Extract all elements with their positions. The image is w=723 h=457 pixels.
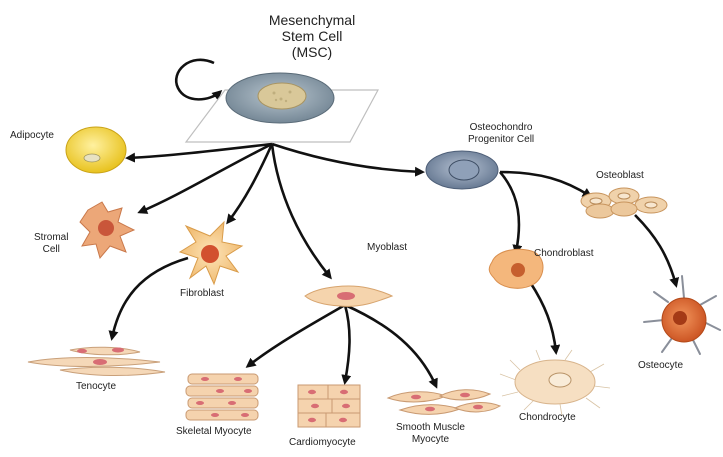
- osteochondro-progenitor-cell: [426, 151, 498, 189]
- arrow-to-smooth: [345, 305, 436, 386]
- fibroblast-cell: [180, 222, 242, 284]
- osteochondro-progenitor-label: Osteochondro Progenitor Cell: [468, 122, 534, 146]
- osteocyte-cell: [644, 276, 720, 354]
- skeletal-myocyte-cells: [186, 374, 258, 420]
- arrow-to-tenocyte: [112, 258, 188, 338]
- arrow-to-osteocyte: [635, 215, 676, 285]
- tenocyte-cells: [28, 347, 165, 375]
- chondroblast-label: Chondroblast: [534, 248, 593, 260]
- skeletal-myocyte-label: Skeletal Myocyte: [176, 426, 252, 438]
- stromal-cell-label: Stromal Cell: [34, 232, 68, 256]
- msc-label: Mesenchymal Stem Cell (MSC): [262, 12, 362, 60]
- chondrocyte-cell: [500, 350, 610, 416]
- msc-label-line3: (MSC): [262, 44, 362, 60]
- arrow-to-myoblast: [272, 144, 330, 277]
- arrow-to-skeletal: [248, 305, 345, 366]
- chondrocyte-label: Chondrocyte: [519, 412, 576, 424]
- cardiomyocyte-label: Cardiomyocyte: [289, 437, 356, 449]
- arrow-to-cardio: [345, 305, 350, 382]
- tenocyte-label: Tenocyte: [76, 381, 116, 393]
- msc-cell: [186, 73, 378, 142]
- arrow-to-stromal-cell: [140, 144, 272, 212]
- msc-label-line1: Mesenchymal: [262, 12, 362, 28]
- adipocyte-label: Adipocyte: [10, 130, 54, 142]
- arrow-to-chondrocyte: [530, 282, 556, 352]
- msc-label-line2: Stem Cell: [262, 28, 362, 44]
- self-renewal-arrow: [176, 60, 220, 100]
- osteoblast-label: Osteoblast: [596, 170, 644, 182]
- osteocyte-label: Osteocyte: [638, 360, 683, 372]
- fibroblast-label: Fibroblast: [180, 288, 224, 300]
- arrow-to-chondroblast: [500, 172, 519, 252]
- smooth-muscle-myocyte-label: Smooth Muscle Myocyte: [396, 422, 465, 446]
- cardiomyocyte-cells: [298, 385, 360, 427]
- adipocyte-cell: [66, 127, 126, 173]
- myoblast-cell: [305, 286, 392, 306]
- osteoblast-cells: [581, 188, 667, 218]
- arrow-to-progenitor: [272, 144, 422, 172]
- smooth-muscle-cells: [388, 390, 500, 415]
- arrows: [112, 60, 676, 386]
- stromal-cell: [80, 202, 134, 258]
- myoblast-label: Myoblast: [367, 242, 407, 254]
